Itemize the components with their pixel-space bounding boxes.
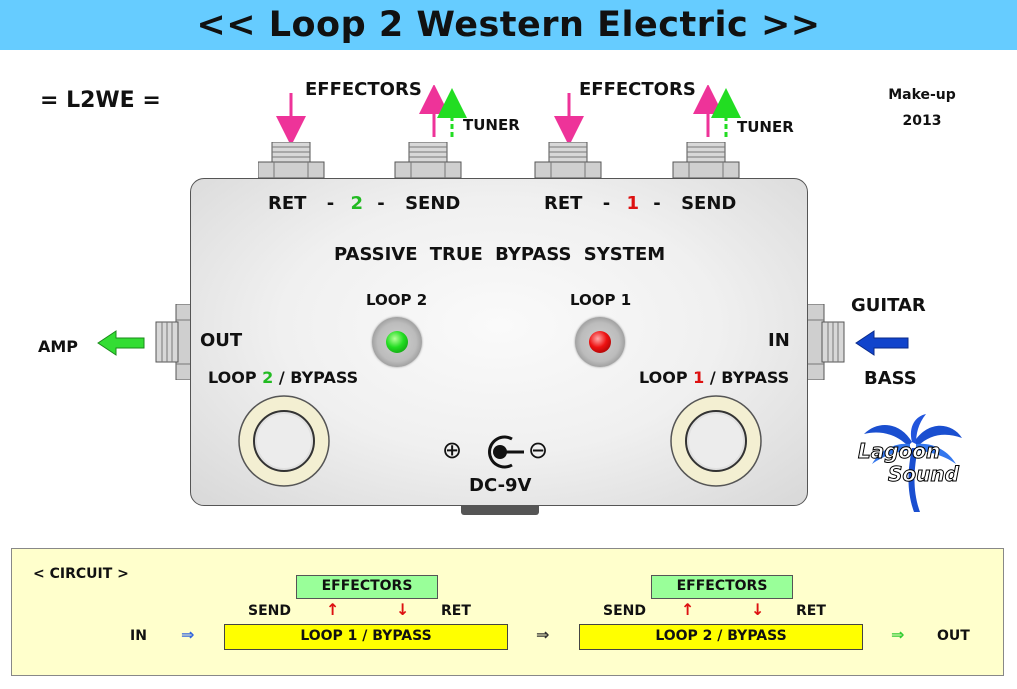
led-loop2-ring [372,317,422,367]
in-jack-icon [806,304,845,380]
guitar-arrow-icon [855,330,909,356]
effectors-label-loop1: EFFECTORS [579,79,696,100]
circuit-arrow-up-2-icon: ↑ [681,600,695,619]
top-signal-arrows [276,85,741,145]
logo-text-sound: Sound [888,462,960,486]
circuit-send-1: SEND [248,603,291,619]
dc-jack-polarity-icon [488,435,524,469]
amp-arrow-icon [97,330,145,356]
guitar-label: GUITAR [851,295,926,316]
circuit-send-2: SEND [603,603,646,619]
top-jacks [258,142,740,179]
circuit-effectors-box-2: EFFECTORS [651,575,793,599]
circuit-arrow-down-1-icon: ↓ [396,600,410,619]
ret1-text: RET [544,193,583,214]
led-loop2-label: LOOP 2 [366,291,428,309]
enclosure-bottom-tab [461,505,539,515]
ret2-label: RET - 2 - SEND [268,193,460,214]
page-title: << Loop 2 Western Electric >> [196,5,821,45]
effectors-label-loop2: EFFECTORS [305,79,422,100]
circuit-arrow-in-icon: ⇒ [181,625,195,644]
send2-text: SEND [405,193,461,214]
loop1-number: 1 [626,193,640,214]
makeup-info: Make-up 2013 [872,82,972,134]
circuit-panel [11,548,1004,676]
circuit-arrow-out-icon: ⇒ [891,625,905,644]
bass-label: BASS [864,368,917,389]
circuit-in: IN [130,628,147,644]
in-label: IN [768,330,790,351]
footswitch-loop1[interactable] [666,394,766,488]
switch-loop1-label: LOOP 1 / BYPASS [639,368,789,387]
power-minus-icon: ⊖ [528,436,549,464]
loop1-switch-suffix: / BYPASS [709,368,790,387]
system-label: PASSIVE TRUE BYPASS SYSTEM [334,244,666,265]
circuit-loop2-box: LOOP 2 / BYPASS [579,624,863,650]
ret1-label: RET - 1 - SEND [544,193,736,214]
led-loop1-label: LOOP 1 [570,291,632,309]
circuit-heading: < CIRCUIT > [33,566,129,582]
title-bar [0,0,1017,50]
tuner-label-loop2: TUNER [463,116,520,134]
dash-icon: - [326,193,335,214]
footswitch-loop2[interactable] [234,394,334,488]
circuit-out: OUT [937,628,970,644]
amp-label: AMP [38,337,79,356]
power-plus-icon: ⊕ [442,436,463,464]
circuit-loop1-box: LOOP 1 / BYPASS [224,624,508,650]
lagoon-sound-logo-icon [864,414,962,512]
circuit-arrow-down-2-icon: ↓ [751,600,765,619]
led-loop2-green-icon [386,331,408,353]
ret2-text: RET [268,193,307,214]
power-label: DC-9V [469,475,532,496]
jack-send1-icon [672,142,740,179]
out-label: OUT [200,330,243,351]
out-jack-icon [155,304,194,380]
dash-icon: - [602,193,611,214]
loop2-switch-suffix: / BYPASS [278,368,359,387]
logo-text-lagoon: Lagoon [857,439,941,463]
loop1-switch-word: LOOP [639,368,688,387]
circuit-effectors-box-1: EFFECTORS [296,575,438,599]
circuit-ret-2: RET [796,603,826,619]
tuner-label-loop1: TUNER [737,118,794,136]
model-code: = L2WE = [40,88,161,113]
loop2-switch-word: LOOP [208,368,257,387]
jack-ret2-icon [258,142,325,179]
jack-send2-icon [394,142,462,179]
led-loop1-ring [575,317,625,367]
loop1-switch-number: 1 [693,368,705,387]
loop2-number: 2 [350,193,364,214]
dash-icon: - [653,193,661,214]
switch-loop2-label: LOOP 2 / BYPASS [208,368,358,387]
loop2-switch-number: 2 [262,368,274,387]
circuit-arrow-up-1-icon: ↑ [326,600,340,619]
jack-ret1-icon [534,142,602,179]
makeup-year: 2013 [902,113,942,129]
circuit-arrow-mid-icon: ⇒ [536,625,550,644]
circuit-ret-1: RET [441,603,471,619]
led-loop1-red-icon [589,331,611,353]
send1-text: SEND [681,193,737,214]
dash-icon: - [377,193,385,214]
makeup-label: Make-up [888,87,956,103]
